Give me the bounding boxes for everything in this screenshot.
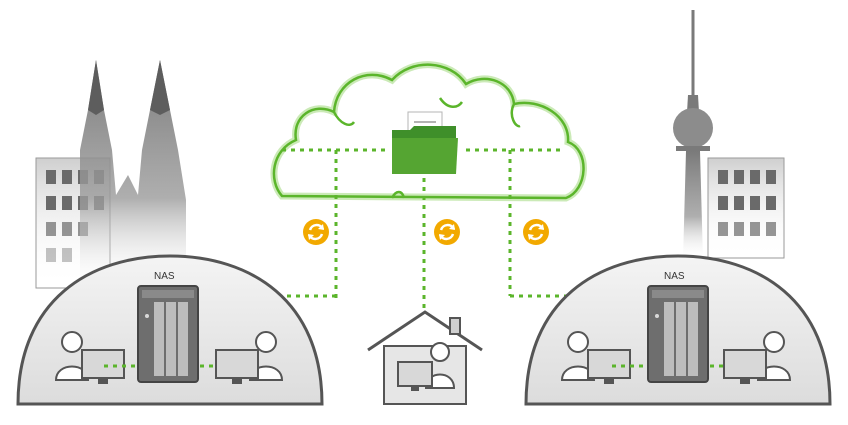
- user-icon: [560, 331, 596, 381]
- building-right: [707, 157, 785, 259]
- nas-right-label: NAS: [664, 271, 685, 282]
- monitor-icon: [587, 349, 631, 384]
- cathedral-icon: [80, 60, 186, 290]
- monitor-icon: [397, 361, 433, 391]
- monitor-icon: [723, 349, 767, 384]
- sync-icon: [303, 219, 329, 245]
- user-icon: [756, 331, 792, 381]
- tv-tower-icon: [673, 10, 713, 260]
- sync-icon: [523, 219, 549, 245]
- nas-icon: [647, 285, 709, 383]
- monitor-icon: [81, 349, 125, 384]
- nas-icon: [137, 285, 199, 383]
- nas-left-label: NAS: [154, 271, 175, 282]
- monitor-icon: [215, 349, 259, 384]
- house-icon: [367, 310, 483, 405]
- sync-icon: [434, 219, 460, 245]
- user-icon: [54, 331, 90, 381]
- folder-icon: [392, 111, 458, 174]
